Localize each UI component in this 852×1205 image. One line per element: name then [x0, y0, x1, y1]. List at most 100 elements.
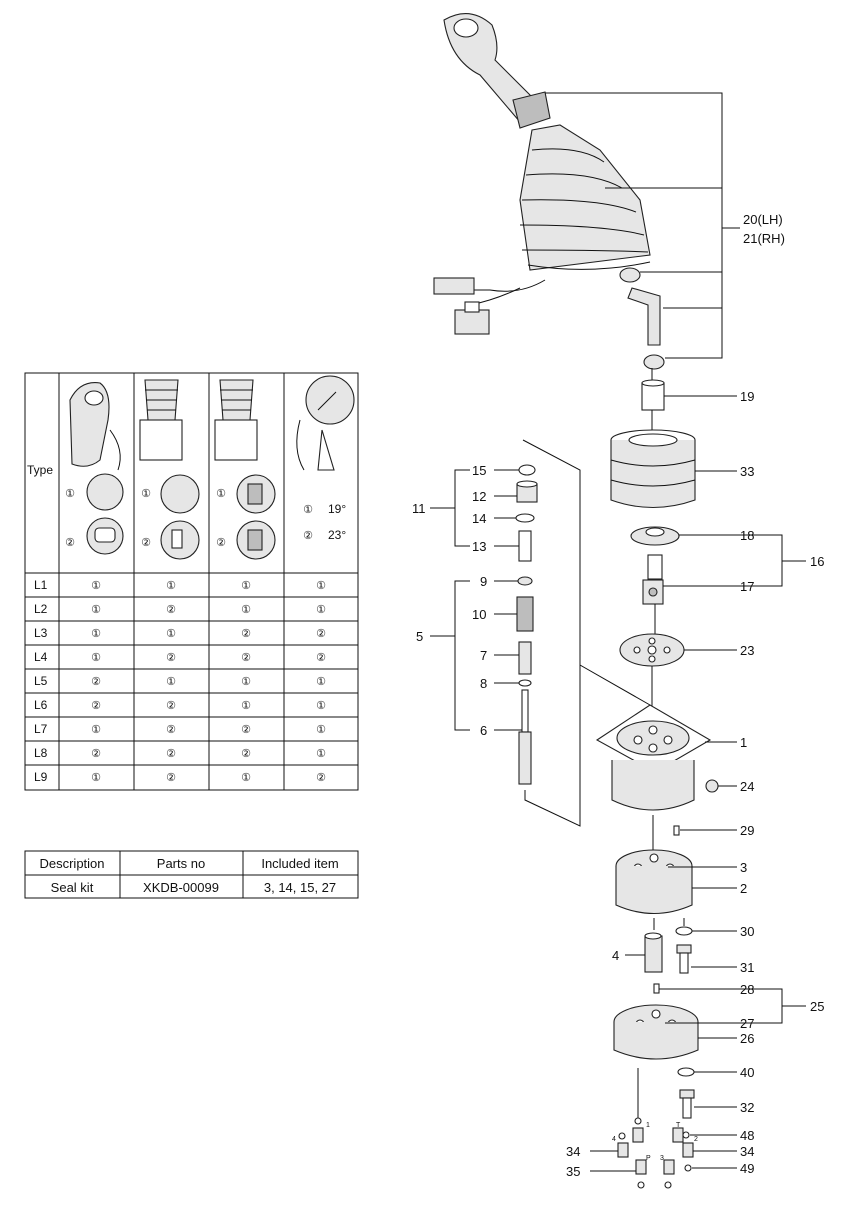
type-cell: ① [241, 580, 251, 592]
part-24-plug [705, 779, 719, 793]
callout-6: 6 [480, 723, 487, 738]
callout-24: 24 [740, 779, 754, 794]
col1-option-1: ① [65, 488, 75, 500]
type-cell: ② [166, 748, 176, 760]
callout-4: 4 [612, 948, 619, 963]
type-cell: ① [91, 724, 101, 736]
type-table: Type ① ② ① ② [24, 372, 359, 791]
type-cell: ① [241, 700, 251, 712]
callout-26: 26 [740, 1031, 754, 1046]
grip-illustration [69, 382, 124, 555]
callout-48: 48 [740, 1128, 754, 1143]
type-cell: ① [316, 676, 326, 688]
callout-28: 28 [740, 982, 754, 997]
type-header: Type [27, 463, 53, 477]
type-cell: ② [316, 628, 326, 640]
part-33-bellows [610, 429, 696, 509]
callout-11: 11 [412, 501, 426, 516]
type-cell: ② [91, 676, 101, 688]
type-cell: ① [316, 724, 326, 736]
seal-header-description: Description [39, 856, 104, 871]
type-cell: ② [91, 748, 101, 760]
seal-kit-table: Description Parts no Included item Seal … [24, 850, 359, 899]
angle-23: 23° [328, 528, 346, 542]
type-cell: ② [241, 652, 251, 664]
callout-12: 12 [472, 489, 486, 504]
col1-option-2: ② [65, 537, 75, 549]
left-subassembly [515, 439, 651, 827]
part-29-pin [673, 825, 680, 836]
callout-35: 35 [566, 1164, 580, 1179]
col4-option-1: ① [303, 504, 313, 516]
seal-header-parts-no: Parts no [157, 856, 205, 871]
type-row-label: L1 [34, 578, 48, 592]
part-28-pin [653, 983, 660, 994]
callout-14: 14 [472, 511, 486, 526]
type-cell: ① [241, 772, 251, 784]
seal-row-description: Seal kit [51, 880, 94, 895]
callout-labels: 20(LH) 21(RH) 19 33 18 16 17 23 1 24 29 … [412, 212, 824, 1179]
col2-option-2: ② [141, 537, 151, 549]
joystick-grip [443, 13, 551, 129]
callout-20: 20(LH) [743, 212, 783, 227]
part-23-cam-plate [619, 633, 685, 667]
col3-option-1: ① [216, 488, 226, 500]
col3-option-2: ② [216, 537, 226, 549]
type-row-label: L2 [34, 602, 48, 616]
callout-13: 13 [472, 539, 486, 554]
callout-27: 27 [740, 1016, 754, 1031]
part-31-bolt [676, 944, 692, 974]
type-cell: ② [241, 748, 251, 760]
part-30-oring [675, 918, 693, 936]
type-cell: ① [91, 652, 101, 664]
type-cell: ① [91, 772, 101, 784]
callout-21: 21(RH) [743, 231, 785, 246]
callout-18: 18 [740, 528, 754, 543]
seal-header-included: Included item [261, 856, 338, 871]
port-mark-1: 1 [646, 1122, 650, 1129]
callout-33: 33 [740, 464, 754, 479]
type-row-label: L7 [34, 722, 48, 736]
type-cell: ① [166, 580, 176, 592]
type-cell: ① [91, 580, 101, 592]
type-cell: ② [316, 652, 326, 664]
callout-40: 40 [740, 1065, 754, 1080]
callout-19: 19 [740, 389, 754, 404]
port-mark-2: 2 [694, 1136, 698, 1143]
boot-illustration-a [139, 379, 200, 560]
type-cell: ② [91, 700, 101, 712]
type-row-label: L5 [34, 674, 48, 688]
type-cell: ② [166, 772, 176, 784]
type-cell: ② [241, 724, 251, 736]
part-18-plate [630, 526, 680, 546]
callout-23: 23 [740, 643, 754, 658]
type-cell: ② [316, 772, 326, 784]
part-26-port-plate [613, 1004, 699, 1060]
type-cell: ① [241, 676, 251, 688]
port-mark-3: 3 [660, 1155, 664, 1162]
part-4-bushing [644, 932, 663, 973]
type-row-label: L3 [34, 626, 48, 640]
seal-row-included: 3, 14, 15, 27 [264, 880, 336, 895]
type-cell: ① [316, 748, 326, 760]
type-cell: ② [166, 700, 176, 712]
part-40-oring [677, 1067, 695, 1077]
callout-15: 15 [472, 463, 486, 478]
callout-17: 17 [740, 579, 754, 594]
callout-9: 9 [480, 574, 487, 589]
callout-10: 10 [472, 607, 486, 622]
col2-option-1: ① [141, 488, 151, 500]
callout-25: 25 [810, 999, 824, 1014]
type-cell: ② [166, 724, 176, 736]
type-cell: ① [241, 604, 251, 616]
wire-harness [433, 277, 546, 335]
callout-34-left: 34 [566, 1144, 580, 1159]
type-cell: ① [316, 700, 326, 712]
rubber-boot [519, 124, 651, 271]
type-cell: ① [316, 580, 326, 592]
callout-7: 7 [480, 648, 487, 663]
callout-1: 1 [740, 735, 747, 750]
port-mark-4: 4 [612, 1136, 616, 1143]
